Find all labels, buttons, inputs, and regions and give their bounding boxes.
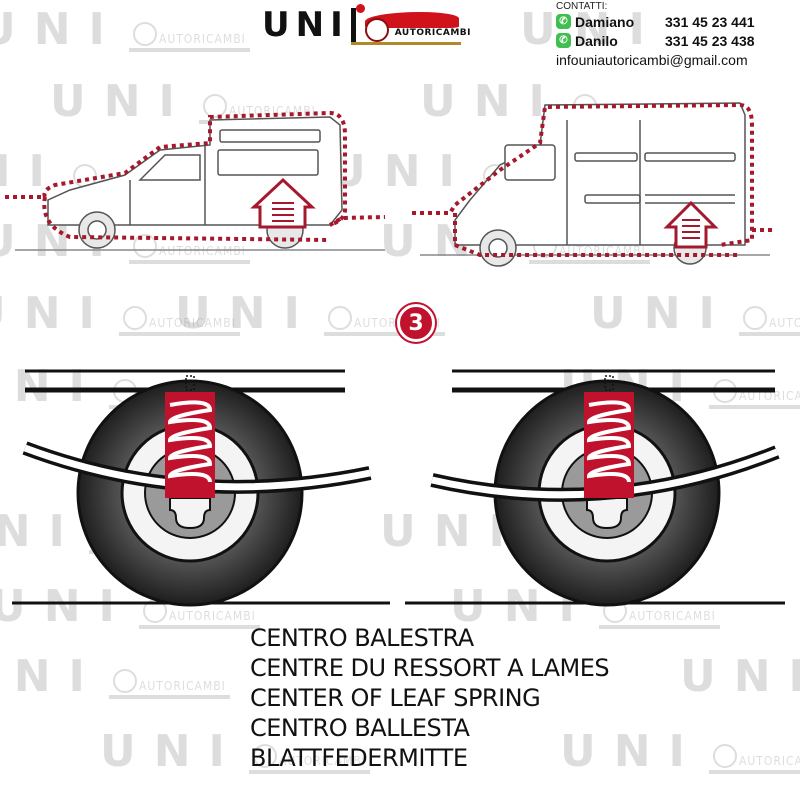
logo-text: UNI xyxy=(262,5,349,45)
logo-dot-icon xyxy=(356,4,365,13)
step-number-badge: 3 xyxy=(397,304,435,342)
contacts-block: CONTATTI: ✆ Damiano 331 45 23 441 ✆ Dani… xyxy=(556,1,800,68)
whatsapp-icon: ✆ xyxy=(556,33,571,48)
brand-logo: UNI AUTORICAMBI xyxy=(262,4,471,45)
contact-phone[interactable]: 331 45 23 438 xyxy=(665,32,755,49)
contact-name: Damiano xyxy=(575,13,635,30)
logo-car-icon: AUTORICAMBI xyxy=(350,8,471,45)
large-van-icon xyxy=(454,102,746,267)
contact-email[interactable]: infouniautoricambi@gmail.com xyxy=(556,52,748,68)
contacts-title: CONTATTI: xyxy=(556,1,608,12)
caption-german: BLATTFEDERMITTE xyxy=(250,744,468,772)
vehicle-illustrations xyxy=(5,102,775,267)
contact-name: Danilo xyxy=(575,32,618,49)
caption-spanish: CENTRO BALLESTA xyxy=(250,714,470,742)
leaf-spring-diagrams xyxy=(12,369,785,607)
contact-row: ✆ Damiano 331 45 23 441 xyxy=(556,12,800,31)
watermark: UNI xyxy=(680,651,800,702)
contact-phone[interactable]: 331 45 23 441 xyxy=(665,13,755,30)
logo-subtitle: AUTORICAMBI xyxy=(394,28,472,38)
raise-arrow-icon xyxy=(663,200,719,249)
coil-spring-icon xyxy=(165,375,215,498)
raise-arrow-icon xyxy=(250,177,316,229)
wheel-diagram-left xyxy=(12,369,390,607)
contact-row: ✆ Danilo 331 45 23 438 xyxy=(556,31,800,50)
whatsapp-icon: ✆ xyxy=(556,14,571,29)
caption-block: CENTRO BALESTRA CENTRE DU RESSORT A LAME… xyxy=(250,623,610,773)
coil-spring-icon xyxy=(584,375,634,498)
caption-french: CENTRE DU RESSORT A LAMES xyxy=(250,654,610,682)
caption-italian: CENTRO BALESTRA xyxy=(250,624,474,652)
wheel-diagram-right xyxy=(405,369,785,607)
caption-english: CENTER OF LEAF SPRING xyxy=(250,684,541,712)
